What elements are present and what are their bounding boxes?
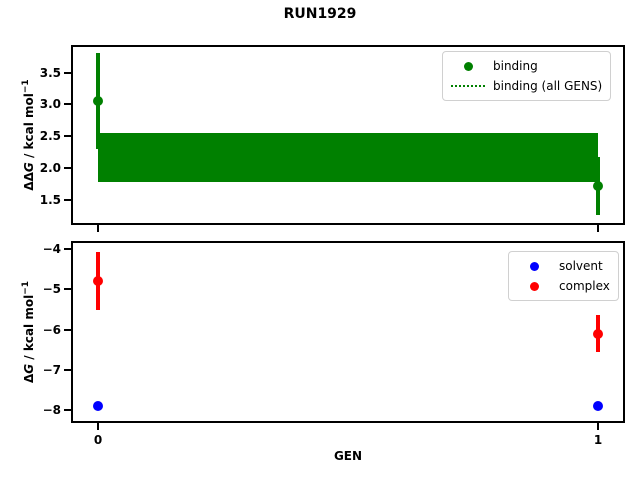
y-tick-label: −6 xyxy=(42,322,61,337)
y-tick-mark xyxy=(64,167,71,170)
ylabel-exponent: −1 xyxy=(21,79,31,94)
legend-label-binding: binding xyxy=(493,59,538,73)
y-tick-mark xyxy=(64,71,71,74)
dotted-line-icon xyxy=(451,85,485,87)
legend-marker-cell xyxy=(449,85,487,87)
figure-title: RUN1929 xyxy=(283,6,357,22)
legend-item-complex: complex xyxy=(515,277,610,295)
x-tick-mark xyxy=(97,423,99,430)
y-tick-mark xyxy=(64,328,71,331)
y-tick-label: 3.5 xyxy=(39,65,61,80)
legend-item-solvent: solvent xyxy=(515,257,610,275)
legend-label-binding-all-gens: binding (all GENS) xyxy=(493,79,603,93)
y-tick-mark xyxy=(64,103,71,106)
x-tick-label: 1 xyxy=(593,433,603,447)
y-tick-label: 1.5 xyxy=(39,193,61,208)
y-tick-mark xyxy=(64,135,71,138)
solvent-dot-icon xyxy=(529,261,539,271)
binding-dot-icon xyxy=(463,61,473,71)
y-tick-mark xyxy=(64,368,71,371)
y-tick-label: −8 xyxy=(42,403,61,418)
y-tick-label: −5 xyxy=(42,282,61,297)
y-tick-label: 2.5 xyxy=(39,129,61,144)
y-tick-mark xyxy=(64,248,71,251)
bottom-legend: solvent complex xyxy=(508,251,619,301)
x-tick-label: 0 xyxy=(93,433,103,447)
x-tick-mark xyxy=(597,423,599,430)
data-point-complex xyxy=(93,276,103,287)
legend-item-binding-all-gens: binding (all GENS) xyxy=(449,77,602,95)
x-tick-mark xyxy=(597,225,599,232)
y-tick-label: 3.0 xyxy=(39,97,61,112)
y-tick-mark xyxy=(64,199,71,202)
data-point-solvent xyxy=(593,401,603,412)
legend-label-complex: complex xyxy=(559,279,610,293)
y-tick-mark xyxy=(64,409,71,412)
y-tick-label: −7 xyxy=(42,362,61,377)
plot-axes-1 xyxy=(71,241,625,423)
data-point-complex xyxy=(593,328,603,339)
legend-marker-cell xyxy=(449,61,487,71)
x-tick-mark xyxy=(97,225,99,232)
top-legend: binding binding (all GENS) xyxy=(442,51,612,101)
data-point-solvent xyxy=(93,401,103,412)
legend-marker-cell xyxy=(515,281,553,291)
y-tick-label: −4 xyxy=(42,242,61,257)
uncertainty-band-all-gens xyxy=(98,133,598,183)
legend-label-solvent: solvent xyxy=(559,259,603,273)
data-point-binding xyxy=(593,181,603,191)
plot-axes-0 xyxy=(71,45,625,225)
xaxis-label: GEN xyxy=(333,449,363,463)
legend-item-binding: binding xyxy=(449,57,602,75)
y-tick-mark xyxy=(64,288,71,291)
data-point-binding xyxy=(93,96,103,107)
legend-marker-cell xyxy=(515,261,553,271)
complex-dot-icon xyxy=(529,281,539,291)
y-tick-label: 2.0 xyxy=(39,161,61,176)
